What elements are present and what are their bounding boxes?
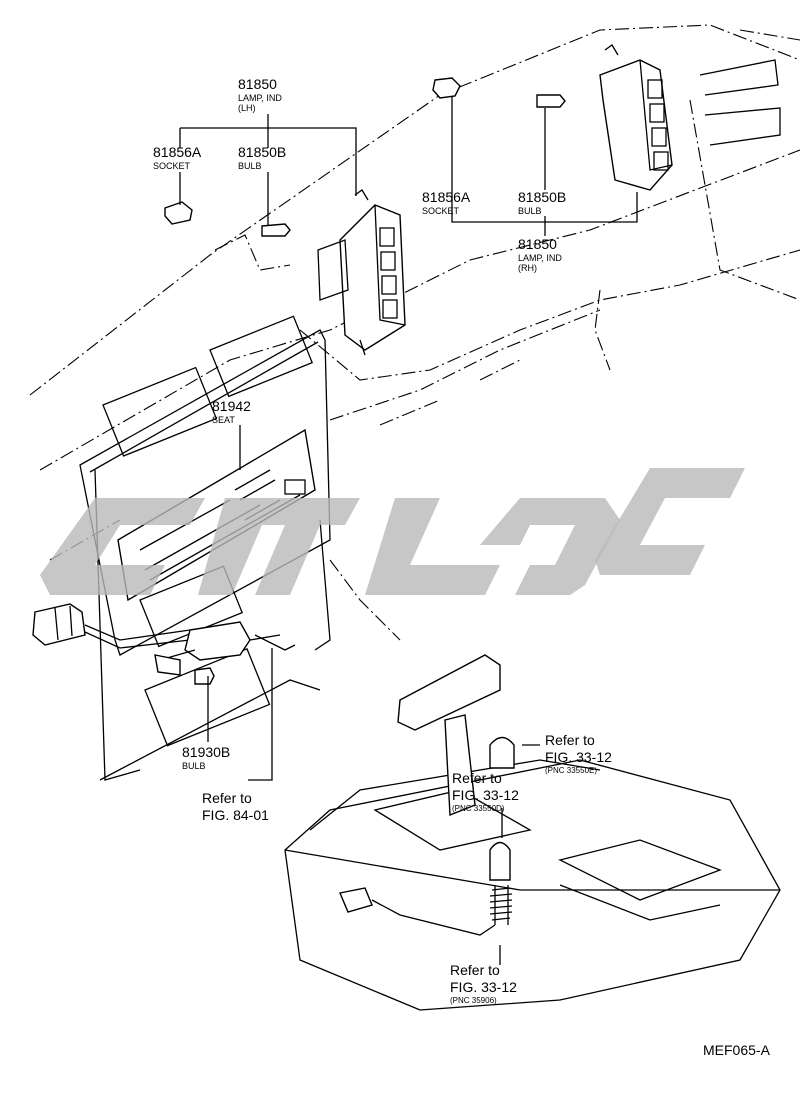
ref-3312a-line2: FIG. 33-12 <box>545 749 612 765</box>
ref-3312c-pnc: (PNC 35906) <box>450 996 497 1005</box>
watermark-logo <box>40 468 745 595</box>
ref-3312c-line1: Refer to <box>450 962 500 978</box>
ref-3312a-line1: Refer to <box>545 732 595 748</box>
center-console <box>79 315 331 781</box>
seat-desc: SEAT <box>212 415 235 425</box>
seat-number: 81942 <box>212 398 251 414</box>
ref-fig-84-01: Refer to FIG. 84-01 <box>202 790 269 823</box>
ref-fig-33-12-a: Refer to FIG. 33-12 (PNC 33550E) <box>545 732 612 775</box>
shift-console-drawing <box>284 654 781 1011</box>
lamp-rh-number: 81850 <box>518 236 557 252</box>
ref-3312b-pnc: (PNC 33550D) <box>452 804 505 813</box>
ref-84-line1: Refer to <box>202 790 252 806</box>
lamp-rh-drawing <box>432 44 781 191</box>
ref-fig-33-12-c: Refer to FIG. 33-12 (PNC 35906) <box>450 962 517 1005</box>
ref-3312b-line1: Refer to <box>452 770 502 786</box>
ref-3312b-line2: FIG. 33-12 <box>452 787 519 803</box>
socket-lh-number: 81856A <box>153 144 202 160</box>
label-bulb-lh: 81850B BULB <box>238 144 286 171</box>
lamp-rh-side: (RH) <box>518 263 537 273</box>
bulb-lh-desc: BULB <box>238 161 262 171</box>
label-socket-rh: 81856A SOCKET <box>422 189 471 216</box>
ref-fig-33-12-b: Refer to FIG. 33-12 (PNC 33550D) <box>452 770 519 813</box>
ref-84-line2: FIG. 84-01 <box>202 807 269 823</box>
label-lamp-lh: 81850 LAMP, IND (LH) <box>238 76 282 113</box>
bulb-lower-number: 81930B <box>182 744 230 760</box>
lamp-rh-desc: LAMP, IND <box>518 253 562 263</box>
harness-drawing <box>32 603 296 685</box>
lamp-lh-side: (LH) <box>238 103 256 113</box>
socket-rh-number: 81856A <box>422 189 471 205</box>
ref-3312c-line2: FIG. 33-12 <box>450 979 517 995</box>
bulb-lower-desc: BULB <box>182 761 206 771</box>
bulb-lh-number: 81850B <box>238 144 286 160</box>
drawing-code: MEF065-A <box>703 1042 771 1058</box>
socket-rh-desc: SOCKET <box>422 206 460 216</box>
label-bulb-rh: 81850B BULB <box>518 189 566 216</box>
label-bulb-lower: 81930B BULB <box>182 744 230 771</box>
lamp-lh-drawing <box>164 189 406 356</box>
lamp-lh-number: 81850 <box>238 76 277 92</box>
leader-lines <box>179 96 638 965</box>
bulb-rh-number: 81850B <box>518 189 566 205</box>
socket-lh-desc: SOCKET <box>153 161 191 171</box>
label-lamp-rh: 81850 LAMP, IND (RH) <box>518 236 562 273</box>
ref-3312a-pnc: (PNC 33550E) <box>545 766 597 775</box>
lamp-lh-desc: LAMP, IND <box>238 93 282 103</box>
bulb-rh-desc: BULB <box>518 206 542 216</box>
label-seat: 81942 SEAT <box>212 398 251 425</box>
label-socket-lh: 81856A SOCKET <box>153 144 202 171</box>
